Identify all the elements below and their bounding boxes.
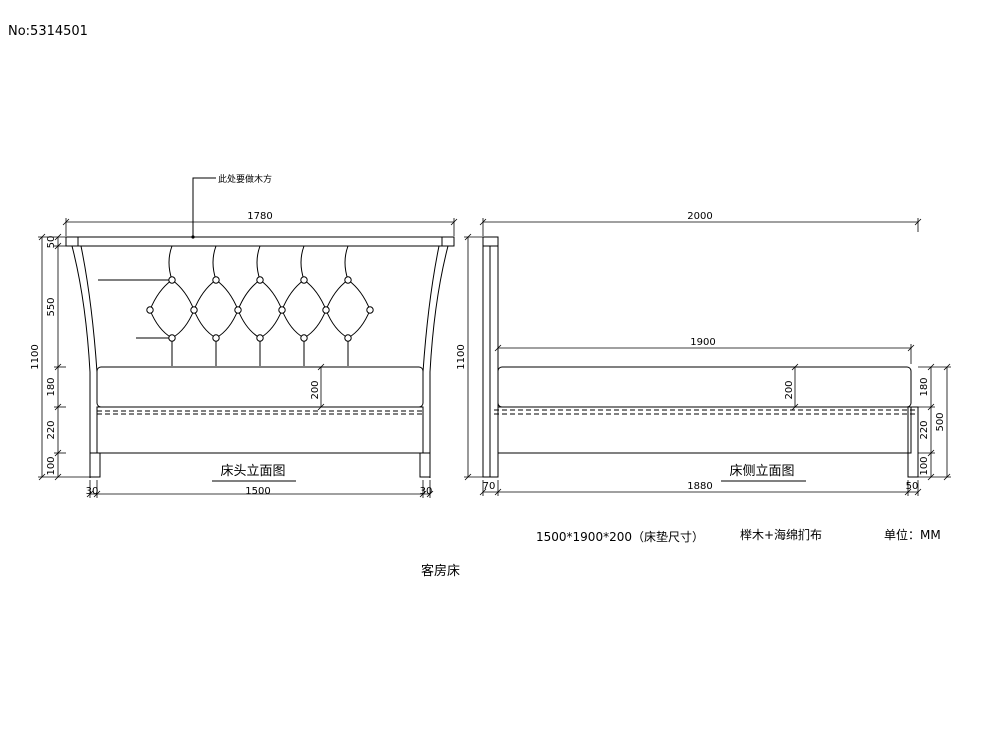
side-headboard-cap xyxy=(483,237,498,246)
headboard-tufting xyxy=(98,246,370,366)
headboard-view-title: 床头立面图 xyxy=(220,464,285,479)
headboard-right-post-inner xyxy=(423,246,439,372)
dim-text-front-offset: 70 xyxy=(483,481,496,492)
side-view-title: 床侧立面图 xyxy=(729,464,794,479)
headboard-left-leg xyxy=(90,453,100,477)
headboard-bed-rail xyxy=(97,407,423,453)
dim-text-rear-offset: 50 xyxy=(906,481,919,492)
dim-text-mattress-thickness: 200 xyxy=(310,380,321,399)
dim-text-cap: 50 xyxy=(46,236,57,249)
side-foot-leg xyxy=(908,407,918,477)
mattress-size-note: 1500*1900*200（床垫尺寸） xyxy=(536,529,704,544)
headboard-mattress xyxy=(97,367,423,407)
dim-text-inner-width: 1500 xyxy=(245,486,270,497)
headboard-elevation: 此处要做木方 1780 50 550 180 220 100 1100 200 xyxy=(30,173,457,498)
dim-text-total-height: 1100 xyxy=(30,344,41,369)
dim-text-foot-height: 500 xyxy=(935,412,946,431)
dim-text-mattress-length: 1900 xyxy=(690,337,715,348)
headboard-cap-right-end xyxy=(442,237,454,246)
headboard-buttons xyxy=(146,276,374,342)
wood-note-leader xyxy=(193,178,216,237)
side-elevation: 2000 1900 1100 200 180 220 100 500 xyxy=(456,211,951,496)
dim-text-side-mattress-thickness: 200 xyxy=(784,380,795,399)
dim-text-mattress: 180 xyxy=(46,377,57,396)
dim-text-side-rail: 220 xyxy=(919,420,930,439)
dim-text-side-mattress: 180 xyxy=(919,377,930,396)
drawing-caption: 客房床 xyxy=(421,563,460,579)
material-note: 榉木+海绵扪布 xyxy=(740,527,822,542)
wood-note-dot xyxy=(191,235,195,239)
dim-text-leg: 100 xyxy=(46,456,57,475)
dim-text-overall-length: 2000 xyxy=(687,211,712,222)
dim-text-rail: 220 xyxy=(46,420,57,439)
headboard-right-post-outer xyxy=(430,246,448,478)
dim-text-right-offset: 30 xyxy=(420,486,433,497)
dim-text-overall-width: 1780 xyxy=(247,211,272,222)
dim-text-side-leg: 100 xyxy=(919,456,930,475)
headboard-left-post-outer xyxy=(72,246,90,478)
side-mattress xyxy=(498,367,911,407)
dim-text-left-offset: 30 xyxy=(86,486,99,497)
wood-note-label: 此处要做木方 xyxy=(218,173,272,185)
headboard-cap-left-end xyxy=(66,237,78,246)
dim-text-panel: 550 xyxy=(46,297,57,316)
unit-note: 单位：MM xyxy=(884,527,941,542)
headboard-top-cap xyxy=(66,237,454,246)
dim-text-side-total-height: 1100 xyxy=(456,344,467,369)
side-bed-rail xyxy=(498,407,911,453)
headboard-left-post-inner xyxy=(81,246,97,372)
headboard-right-leg xyxy=(420,453,430,477)
dim-text-inner-length: 1880 xyxy=(687,481,712,492)
image-id-label: No:5314501 xyxy=(8,24,88,39)
